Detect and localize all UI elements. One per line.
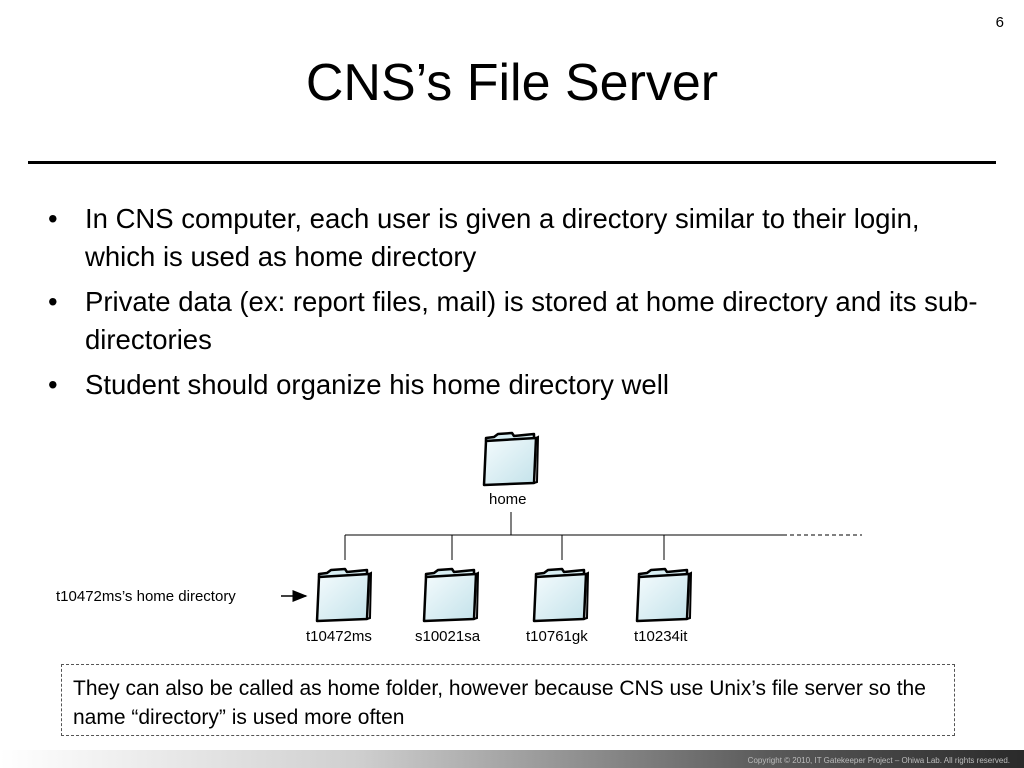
bullet-item: Student should organize his home directo… [44,366,994,404]
note-box: They can also be called as home folder, … [61,664,955,736]
child-folder-icon [422,567,480,623]
bullet-item: Private data (ex: report files, mail) is… [44,283,994,359]
child-folder-icon [635,567,693,623]
copyright-text: Copyright © 2010, IT Gatekeeper Project … [747,756,1010,765]
child-folder-label: t10472ms [306,628,372,645]
child-folder-icon [532,567,590,623]
root-folder-label: home [489,491,527,508]
page-number: 6 [995,14,1004,31]
child-folder-label: t10761gk [526,628,588,645]
slide-title: CNS’s File Server [305,54,719,112]
bullet-item: In CNS computer, each user is given a di… [44,200,994,276]
bullet-list: In CNS computer, each user is given a di… [44,200,994,411]
home-folder-icon [482,431,540,487]
footer-bar: Copyright © 2010, IT Gatekeeper Project … [0,750,1024,768]
child-folder-icon [315,567,373,623]
child-folder-label: t10234it [634,628,688,645]
title-divider [28,161,996,164]
pointer-label: t10472ms’s home directory [56,588,236,605]
child-folder-label: s10021sa [415,628,481,645]
